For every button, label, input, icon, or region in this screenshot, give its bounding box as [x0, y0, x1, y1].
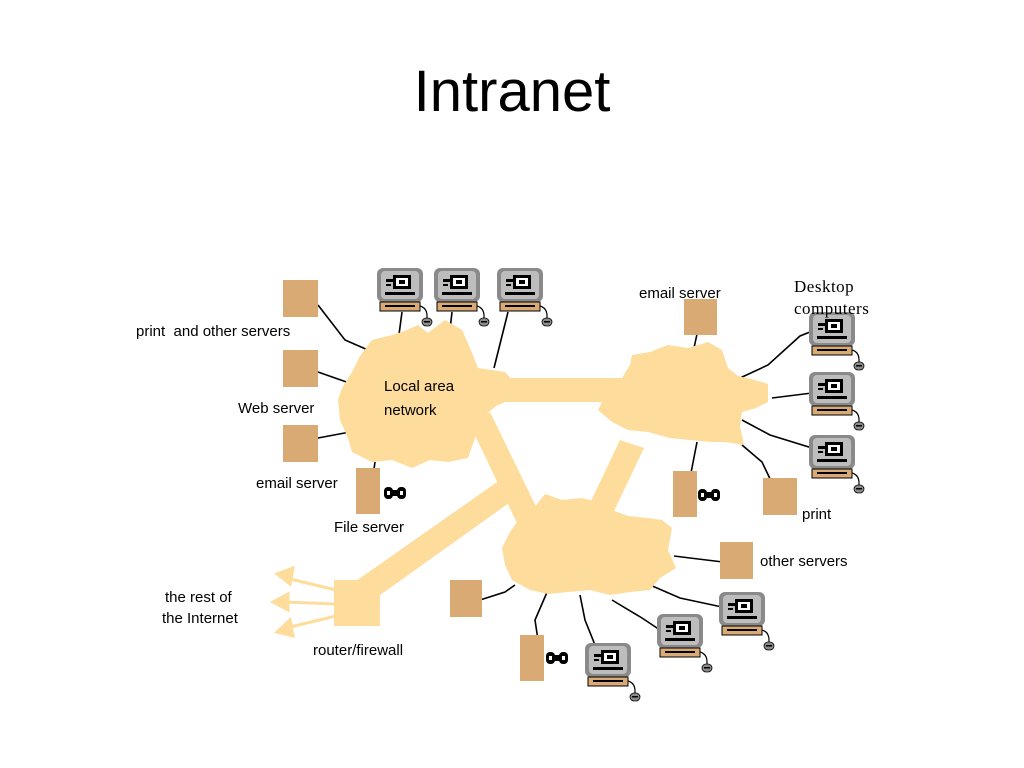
- label-rest-line1: the rest of: [165, 589, 233, 606]
- label-email-server-top: email server: [639, 285, 721, 302]
- label-file-server: File server: [334, 519, 404, 536]
- email-server-top-box[interactable]: [684, 299, 717, 335]
- desktop-computer-icon[interactable]: [808, 311, 865, 371]
- bottom-file-server-box[interactable]: [520, 635, 544, 681]
- label-lan-line2: network: [384, 402, 437, 419]
- desktop-computer-icon[interactable]: [433, 267, 490, 327]
- lan-cloud-bottom: [502, 494, 676, 595]
- web-server-box[interactable]: [283, 350, 318, 387]
- label-print: print: [802, 506, 832, 523]
- arrow-left-icon: [273, 614, 337, 639]
- print-box[interactable]: [763, 478, 797, 515]
- label-other-servers: other servers: [760, 553, 848, 570]
- desktop-computer-icon[interactable]: [808, 434, 865, 494]
- tape-drive-icon: [384, 487, 406, 499]
- arrow-left-icon: [269, 591, 337, 613]
- file-server-box[interactable]: [356, 468, 380, 514]
- page-title: Intranet: [413, 59, 611, 124]
- email-server-left-box[interactable]: [283, 425, 318, 462]
- print-server-box[interactable]: [283, 280, 318, 317]
- label-desktop-line1: Desktop: [794, 277, 854, 296]
- servers: [283, 280, 797, 681]
- other-servers-box[interactable]: [720, 542, 753, 579]
- lan-cloud-right: [598, 342, 768, 445]
- desktop-computer-icon[interactable]: [718, 591, 775, 651]
- label-lan-line1: Local area: [384, 378, 455, 395]
- lan-cloud-left: [338, 320, 514, 468]
- desktop-computer-icon[interactable]: [808, 371, 865, 431]
- diagram-labels: print and other servers Web server email…: [136, 277, 869, 659]
- label-rest-line2: the Internet: [162, 610, 239, 627]
- label-router-firewall: router/firewall: [313, 642, 403, 659]
- label-print-other-servers: print and other servers: [136, 323, 290, 340]
- label-email-server-left: email server: [256, 475, 338, 492]
- arrow-left-icon: [273, 565, 337, 592]
- backbone-links: [346, 378, 644, 608]
- bottom-server-box[interactable]: [450, 580, 482, 617]
- label-desktop-line2: computers: [794, 299, 869, 318]
- desktop-computer-icon[interactable]: [656, 613, 713, 673]
- tape-drive-icon: [546, 652, 568, 664]
- router-firewall[interactable]: [334, 580, 380, 626]
- right-file-server-box[interactable]: [673, 471, 697, 517]
- desktop-computer-icon[interactable]: [496, 267, 553, 327]
- desktop-computer-icon[interactable]: [376, 267, 433, 327]
- label-web-server: Web server: [238, 400, 314, 417]
- internet-arrows: [269, 565, 337, 639]
- tape-drive-icon: [698, 489, 720, 501]
- desktop-computer-icon[interactable]: [584, 642, 641, 702]
